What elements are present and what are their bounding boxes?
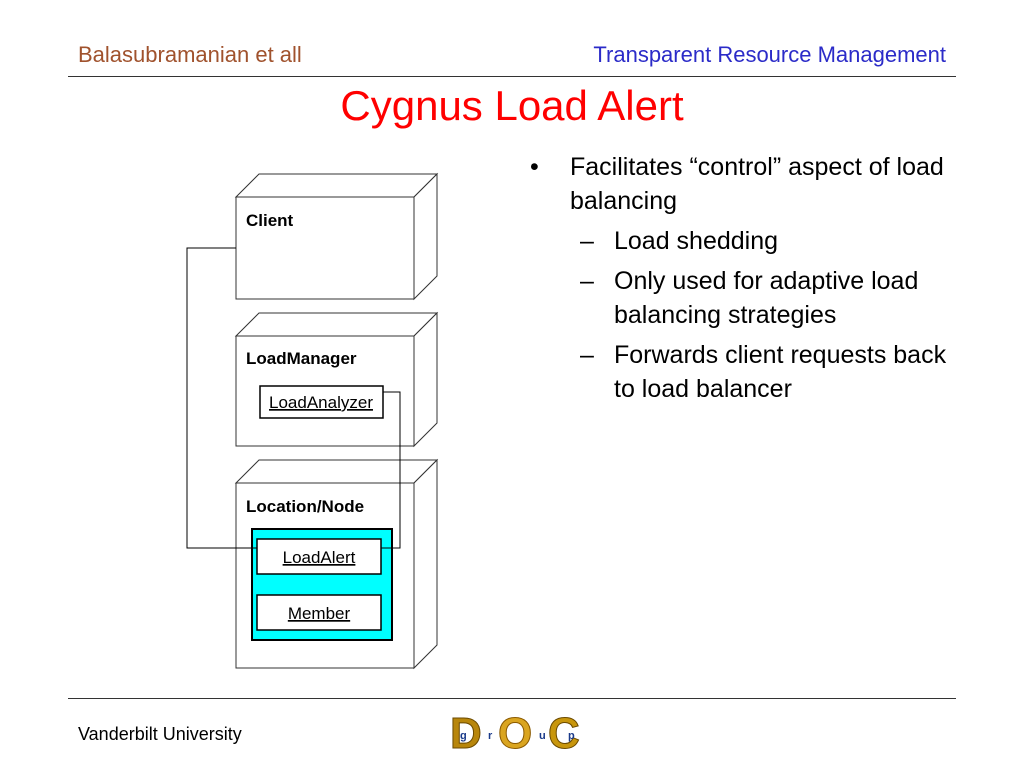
location-node: Location/Node LoadAlert Member [234, 458, 439, 670]
logo-small-g: g [460, 730, 467, 742]
bullet-item: • Facilitates “control” aspect of load b… [530, 150, 960, 218]
doc-group-logo: D g r O u C p [450, 709, 581, 755]
footer-institution: Vanderbilt University [78, 724, 242, 744]
loadanalyzer-loadalert-connector [381, 391, 401, 549]
client-node: Client [234, 172, 439, 301]
header-divider [68, 76, 956, 77]
slide-title: Cygnus Load Alert [340, 82, 684, 129]
location-label: Location/Node [246, 497, 364, 516]
bullet-text: Facilitates “control” aspect of load bal… [570, 153, 944, 215]
logo-letter-o: O [498, 709, 532, 754]
loadalert-box [256, 538, 382, 575]
dash-mark: – [580, 341, 594, 369]
sub-bullet-item: – Forwards client requests back to load … [530, 338, 960, 406]
sub-bullet-text: Forwards client requests back to load ba… [614, 341, 947, 403]
logo-letter-d: D [450, 709, 482, 754]
logo-small-r: r [488, 730, 493, 742]
dash-mark: – [580, 227, 594, 255]
logo-small-u: u [539, 730, 546, 742]
client-loadalert-connector [186, 247, 257, 549]
loadmanager-node: LoadManager LoadAnalyzer [234, 311, 439, 448]
sub-bullet-text: Only used for adaptive load balancing st… [614, 267, 919, 329]
loadanalyzer-box [259, 385, 384, 419]
footer-divider [68, 698, 956, 699]
dash-mark: – [580, 267, 594, 295]
bullet-list: • Facilitates “control” aspect of load b… [530, 150, 960, 406]
bullet-mark: • [530, 153, 539, 181]
loadalert-label: LoadAlert [283, 548, 356, 567]
member-box [256, 594, 382, 631]
sub-bullet-text: Load shedding [614, 227, 779, 255]
loadanalyzer-label: LoadAnalyzer [269, 393, 373, 412]
header-topic: Transparent Resource Management [593, 42, 946, 67]
member-label: Member [288, 604, 351, 623]
logo-small-p: p [568, 730, 575, 742]
sub-bullet-item: – Load shedding [530, 224, 960, 258]
sub-bullet-item: – Only used for adaptive load balancing … [530, 264, 960, 332]
loadmanager-label: LoadManager [246, 349, 357, 368]
header-author: Balasubramanian et all [78, 42, 302, 67]
logo-letter-c: C [548, 709, 580, 754]
client-label: Client [246, 211, 294, 230]
